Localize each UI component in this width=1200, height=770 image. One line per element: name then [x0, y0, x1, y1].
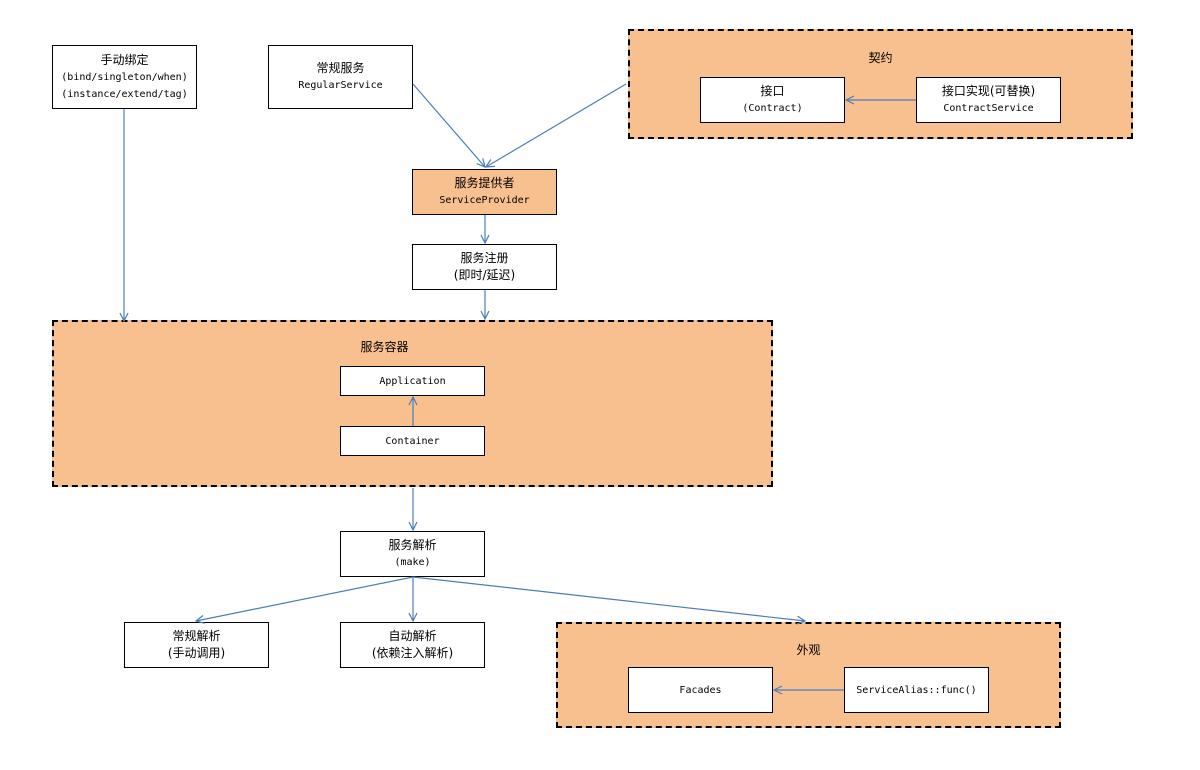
- regular-resolution-node: 常规解析 (手动调用): [124, 622, 269, 668]
- auto-resolution-subtitle: (依赖注入解析): [371, 646, 454, 660]
- service-container-group: 服务容器: [52, 320, 773, 487]
- service-provider-node: 服务提供者 ServiceProvider: [412, 169, 557, 215]
- regular-service-title: 常规服务: [316, 61, 365, 75]
- regular-resolution-subtitle: (手动调用): [167, 646, 226, 660]
- manual-binding-line1: (bind/singleton/when): [61, 71, 188, 83]
- manual-binding-title: 手动绑定: [100, 52, 149, 67]
- service-registration-node: 服务注册 (即时/延迟): [412, 244, 557, 290]
- edge-contract-to-provider: [486, 83, 627, 167]
- edge-resolution-to-regular-resolution: [196, 576, 414, 621]
- facade-group-title: 外观: [796, 643, 821, 657]
- manual-binding-line2: (instance/extend/tag): [61, 88, 188, 100]
- facades-node: Facades: [628, 667, 773, 713]
- contract-implementation-title: 接口实现(可替换): [941, 84, 1036, 98]
- application-label: Application: [379, 375, 446, 387]
- regular-service-subtitle: RegularService: [298, 80, 383, 91]
- contract-implementation-node: 接口实现(可替换) ContractService: [916, 77, 1061, 123]
- service-alias-node: ServiceAlias::func(): [844, 667, 989, 713]
- container-node: Container: [340, 426, 485, 456]
- service-resolution-title: 服务解析: [388, 538, 437, 552]
- service-alias-label: ServiceAlias::func(): [856, 684, 977, 696]
- service-container-group-title: 服务容器: [360, 340, 409, 354]
- service-resolution-subtitle: (make): [394, 557, 431, 568]
- service-provider-title: 服务提供者: [454, 176, 515, 190]
- contract-implementation-subtitle: ContractService: [943, 103, 1034, 114]
- service-registration-title: 服务注册: [460, 251, 509, 265]
- interface-title: 接口: [760, 84, 785, 98]
- facades-label: Facades: [679, 684, 722, 696]
- service-registration-subtitle: (即时/延迟): [453, 268, 516, 282]
- regular-resolution-title: 常规解析: [172, 629, 221, 643]
- edge-resolution-to-facades: [412, 576, 805, 621]
- service-resolution-node: 服务解析 (make): [340, 531, 485, 577]
- manual-binding-node: 手动绑定 (bind/singleton/when) (instance/ext…: [52, 45, 197, 109]
- interface-subtitle: (Contract): [742, 103, 803, 114]
- auto-resolution-node: 自动解析 (依赖注入解析): [340, 622, 485, 668]
- interface-node: 接口 (Contract): [700, 77, 845, 123]
- regular-service-node: 常规服务 RegularService: [268, 45, 413, 109]
- contract-group-title: 契约: [868, 51, 893, 65]
- application-node: Application: [340, 366, 485, 396]
- container-label: Container: [385, 435, 440, 447]
- auto-resolution-title: 自动解析: [388, 629, 437, 643]
- service-provider-subtitle: ServiceProvider: [439, 195, 530, 206]
- edge-regular-service-to-provider: [412, 83, 485, 167]
